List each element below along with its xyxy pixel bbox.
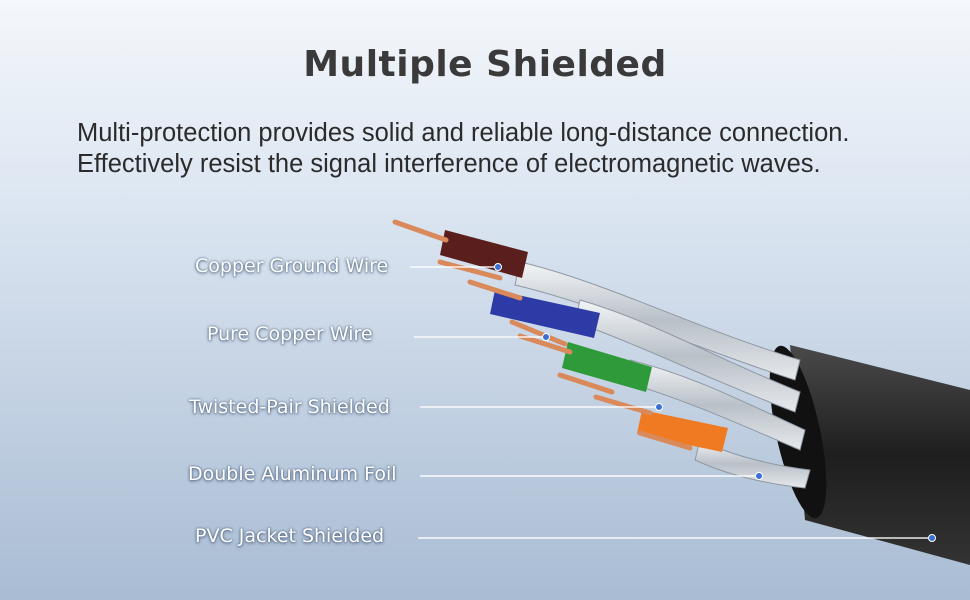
label-pvc-jacket-shielded: PVC Jacket Shielded xyxy=(195,525,385,547)
label-copper-ground-wire: Copper Ground Wire xyxy=(195,255,389,277)
marker-dots xyxy=(494,263,936,542)
marker-dot-twisted-pair xyxy=(655,403,663,411)
leader-lines xyxy=(410,266,932,539)
marker-dot-copper-ground xyxy=(494,263,502,271)
label-twisted-pair-shielded: Twisted-Pair Shielded xyxy=(189,396,390,418)
marker-dot-pvc-jacket xyxy=(928,534,936,542)
description-line-1: Multi-protection provides solid and reli… xyxy=(77,119,850,147)
label-pure-copper-wire: Pure Copper Wire xyxy=(207,323,373,345)
description-line-2: Effectively resist the signal interferen… xyxy=(77,150,821,178)
label-double-aluminum-foil: Double Aluminum Foil xyxy=(188,463,397,485)
insulated-wires xyxy=(440,230,728,452)
twisted-pair-foil xyxy=(514,261,811,489)
page-title: Multiple Shielded xyxy=(303,44,667,85)
description: Multi-protection provides solid and reli… xyxy=(77,118,957,180)
copper-strands xyxy=(392,219,693,451)
marker-dot-pure-copper xyxy=(542,333,550,341)
marker-dot-aluminum-foil xyxy=(755,472,763,480)
